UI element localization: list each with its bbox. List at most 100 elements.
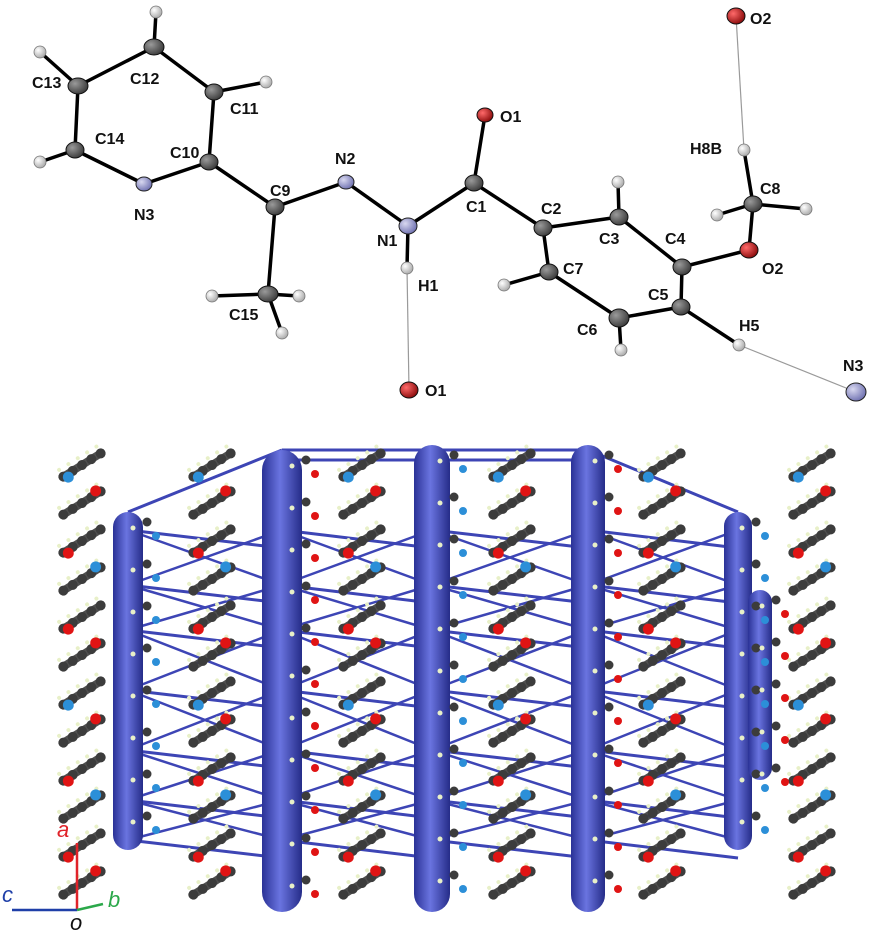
hydrogen-atom bbox=[355, 646, 360, 651]
carbon-atom bbox=[366, 530, 377, 541]
o-atom bbox=[399, 381, 419, 399]
hydrogen-atom bbox=[637, 467, 642, 472]
rod-hydrogen-atom bbox=[130, 525, 136, 531]
hydrogen-atom bbox=[646, 804, 651, 809]
hydrogen-atom bbox=[196, 842, 201, 847]
carbon-atom bbox=[77, 460, 87, 470]
carbon-atom bbox=[497, 655, 508, 666]
carbon-atom bbox=[807, 878, 817, 888]
hydrogen-atom bbox=[515, 640, 520, 645]
rod-hydrogen-atom bbox=[739, 525, 745, 531]
rod-heteroatom bbox=[614, 801, 622, 809]
carbon-atom bbox=[347, 807, 358, 818]
carbon-atom bbox=[77, 536, 87, 546]
framework-link bbox=[587, 688, 739, 752]
hydrogen-atom bbox=[796, 614, 801, 619]
hydrogen-atom bbox=[515, 678, 520, 683]
axis-origin-label: o bbox=[70, 910, 82, 930]
hydrogen-atom bbox=[66, 576, 71, 581]
carbon-atom bbox=[657, 878, 667, 888]
stacked-molecule bbox=[637, 748, 686, 787]
carbon-atom bbox=[86, 606, 97, 617]
hydrogen-atom bbox=[196, 462, 201, 467]
hydrogen-atom bbox=[515, 716, 520, 721]
carbon-atom bbox=[207, 726, 217, 736]
hydrogen-atom bbox=[496, 842, 501, 847]
o-atom bbox=[739, 241, 759, 259]
hydrogen-atom bbox=[57, 505, 62, 510]
carbon-atom bbox=[807, 688, 817, 698]
hydrogen-atom bbox=[57, 771, 62, 776]
hydrogen-atom bbox=[355, 760, 360, 765]
atoms bbox=[33, 5, 867, 402]
hydrogen-atom bbox=[487, 771, 492, 776]
hydrogen-atom bbox=[787, 847, 792, 852]
hydrogen-atom bbox=[505, 760, 510, 765]
carbon-atom bbox=[58, 509, 69, 520]
carbon-atom bbox=[95, 828, 106, 839]
label-h5: H5 bbox=[739, 318, 760, 335]
rod-heteroatom bbox=[781, 694, 789, 702]
stacked-molecule bbox=[487, 672, 536, 711]
carbon-atom bbox=[657, 612, 667, 622]
rod-heteroatom bbox=[152, 826, 160, 834]
heteroatom bbox=[90, 485, 102, 497]
c-atom bbox=[67, 77, 89, 95]
label-c2: C2 bbox=[541, 201, 562, 218]
rod-heteroatom bbox=[152, 532, 160, 540]
carbon-atom bbox=[807, 764, 817, 774]
h-atom bbox=[259, 75, 273, 89]
hydrogen-atom bbox=[57, 619, 62, 624]
carbon-atom bbox=[188, 661, 199, 672]
hydrogen-atom bbox=[75, 760, 80, 765]
carbon-atom bbox=[347, 579, 358, 590]
carbon-atom bbox=[516, 682, 527, 693]
carbon-atom bbox=[95, 600, 106, 611]
carbon-atom bbox=[797, 655, 808, 666]
rod-hydrogen-atom bbox=[592, 542, 598, 548]
hydrogen-atom bbox=[75, 608, 80, 613]
hydrogen-atom bbox=[346, 804, 351, 809]
carbon-atom bbox=[497, 503, 508, 514]
carbon-atom bbox=[666, 834, 677, 845]
rod-hydrogen-atom bbox=[289, 883, 295, 889]
carbon-atom bbox=[497, 731, 508, 742]
hydrogen-atom bbox=[66, 614, 71, 619]
hydrogen-atom bbox=[75, 532, 80, 537]
carbon-atom bbox=[225, 600, 236, 611]
stacked-molecule bbox=[637, 520, 686, 559]
heteroatom bbox=[670, 637, 682, 649]
carbon-atom bbox=[347, 655, 358, 666]
heteroatom bbox=[342, 775, 354, 787]
hydrogen-atom bbox=[337, 467, 342, 472]
hydrogen-atom bbox=[196, 652, 201, 657]
rod-hydrogen-atom bbox=[739, 735, 745, 741]
rod-heteroatom bbox=[311, 554, 319, 562]
hydrogen-atom bbox=[66, 500, 71, 505]
carbon-atom bbox=[807, 726, 817, 736]
carbon-atom bbox=[488, 813, 499, 824]
stacked-molecule bbox=[787, 748, 836, 787]
hydrogen-atom bbox=[515, 450, 520, 455]
rod-heteroatom bbox=[781, 736, 789, 744]
carbon-atom bbox=[216, 530, 227, 541]
label-o1-bottom: O1 bbox=[425, 383, 446, 400]
carbon-atom bbox=[216, 758, 227, 769]
hydrogen-atom bbox=[496, 576, 501, 581]
hydrogen-atom bbox=[187, 619, 192, 624]
rod-hydrogen-atom bbox=[437, 836, 443, 842]
rod-hydrogen-atom bbox=[759, 771, 765, 777]
rod-carbon-atom bbox=[751, 517, 761, 527]
hydrogen-atom bbox=[505, 798, 510, 803]
rod-hydrogen-atom bbox=[739, 567, 745, 573]
carbon-atom bbox=[188, 737, 199, 748]
carbon-atom bbox=[516, 530, 527, 541]
stacked-molecule bbox=[637, 824, 686, 863]
stacked-molecule bbox=[57, 786, 106, 824]
hydrogen-atom bbox=[796, 880, 801, 885]
carbon-atom bbox=[77, 726, 87, 736]
h-atom bbox=[275, 326, 289, 340]
stacked-molecule bbox=[637, 786, 686, 824]
rod-heteroatom bbox=[152, 574, 160, 582]
hydrogen-atom bbox=[196, 880, 201, 885]
